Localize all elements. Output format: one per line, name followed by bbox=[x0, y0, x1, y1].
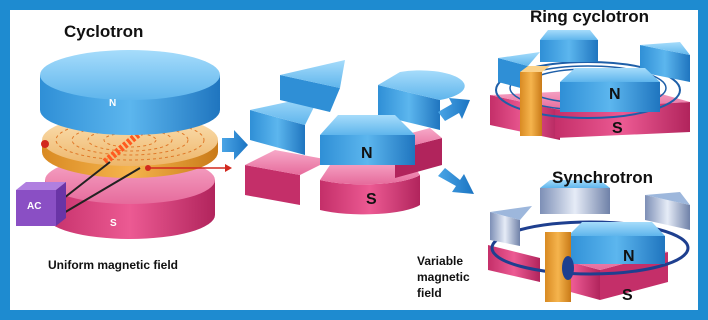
synchrotron-south-label: S bbox=[622, 287, 633, 304]
cyclotron-group bbox=[16, 50, 232, 239]
ac-power-supply bbox=[16, 161, 141, 226]
arrow-cyclotron-to-split bbox=[222, 130, 248, 160]
ring-cyclotron-title: Ring cyclotron bbox=[530, 7, 650, 26]
cyclotron-south-label: S bbox=[110, 218, 117, 229]
arrow-to-synchrotron bbox=[438, 168, 474, 194]
arrow-to-ring-cyclotron bbox=[438, 98, 470, 121]
synchrotron-title: Synchrotron bbox=[552, 168, 654, 187]
particle-source-dot bbox=[41, 140, 49, 148]
sector-north-label: N bbox=[361, 145, 373, 162]
synchrotron-north-label: N bbox=[623, 248, 635, 265]
beam-exit-arrow bbox=[225, 164, 232, 172]
cyclotron-north-magnet bbox=[40, 50, 220, 135]
ring-north-label: N bbox=[609, 86, 621, 103]
cyclotron-title: Cyclotron bbox=[64, 22, 144, 41]
sector-south-label: S bbox=[366, 191, 377, 208]
ac-label: AC bbox=[27, 201, 42, 212]
variable-field-label-line2: magnetic bbox=[417, 270, 470, 284]
variable-field-label-line1: Variable bbox=[417, 254, 464, 268]
ring-south-label: S bbox=[612, 120, 623, 137]
ring-cyclotron-group bbox=[490, 30, 690, 140]
variable-field-label-line3: field bbox=[417, 286, 442, 300]
cyclotron-north-label: N bbox=[109, 98, 117, 109]
synchrotron-group bbox=[488, 180, 690, 302]
ring-rf-cavity bbox=[520, 72, 542, 136]
uniform-field-label: Uniform magnetic field bbox=[48, 258, 179, 272]
sector-magnet-group bbox=[245, 60, 465, 215]
